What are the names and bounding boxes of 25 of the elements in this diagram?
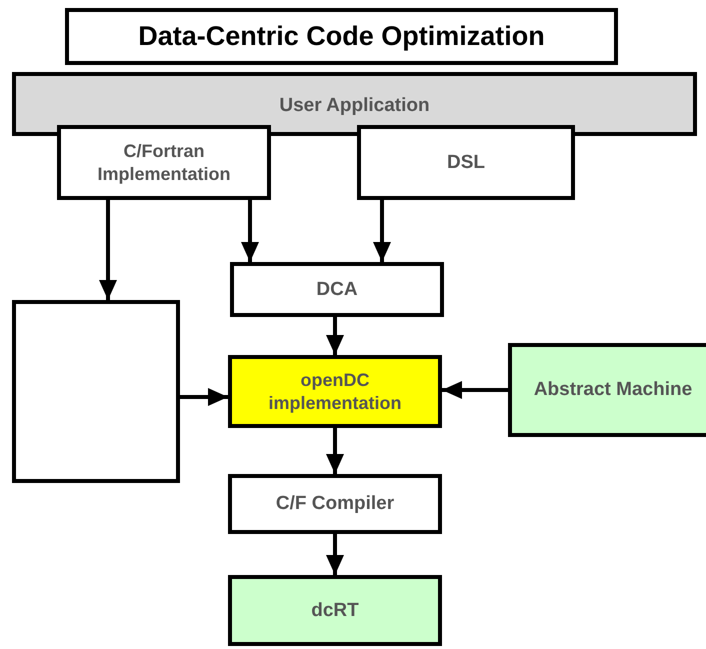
empty-box [12,300,180,483]
arrow [241,200,259,262]
arrow [442,381,508,399]
node-label: User Application [279,94,430,118]
process-box [228,355,442,428]
node-label: DSL [447,150,485,174]
arrow [180,388,228,406]
node-label: openDC implementation [267,369,402,414]
process-box [508,343,706,437]
node-label: dcRT [311,598,359,622]
process-box [228,474,442,534]
process-box [357,125,575,200]
arrow [326,317,344,355]
process-box [230,262,444,317]
node-label: DCA [316,278,358,302]
arrow [99,200,117,300]
title: Data-Centric Code Optimization [65,8,618,65]
arrow [326,428,344,474]
node-label: C/F Compiler [276,492,394,516]
node-label: Abstract Machine [534,378,692,402]
process-box [228,575,442,646]
arrow [326,534,344,575]
node-label: C/Fortran Implementation [96,140,232,185]
arrow [373,200,391,262]
process-box [57,125,271,200]
